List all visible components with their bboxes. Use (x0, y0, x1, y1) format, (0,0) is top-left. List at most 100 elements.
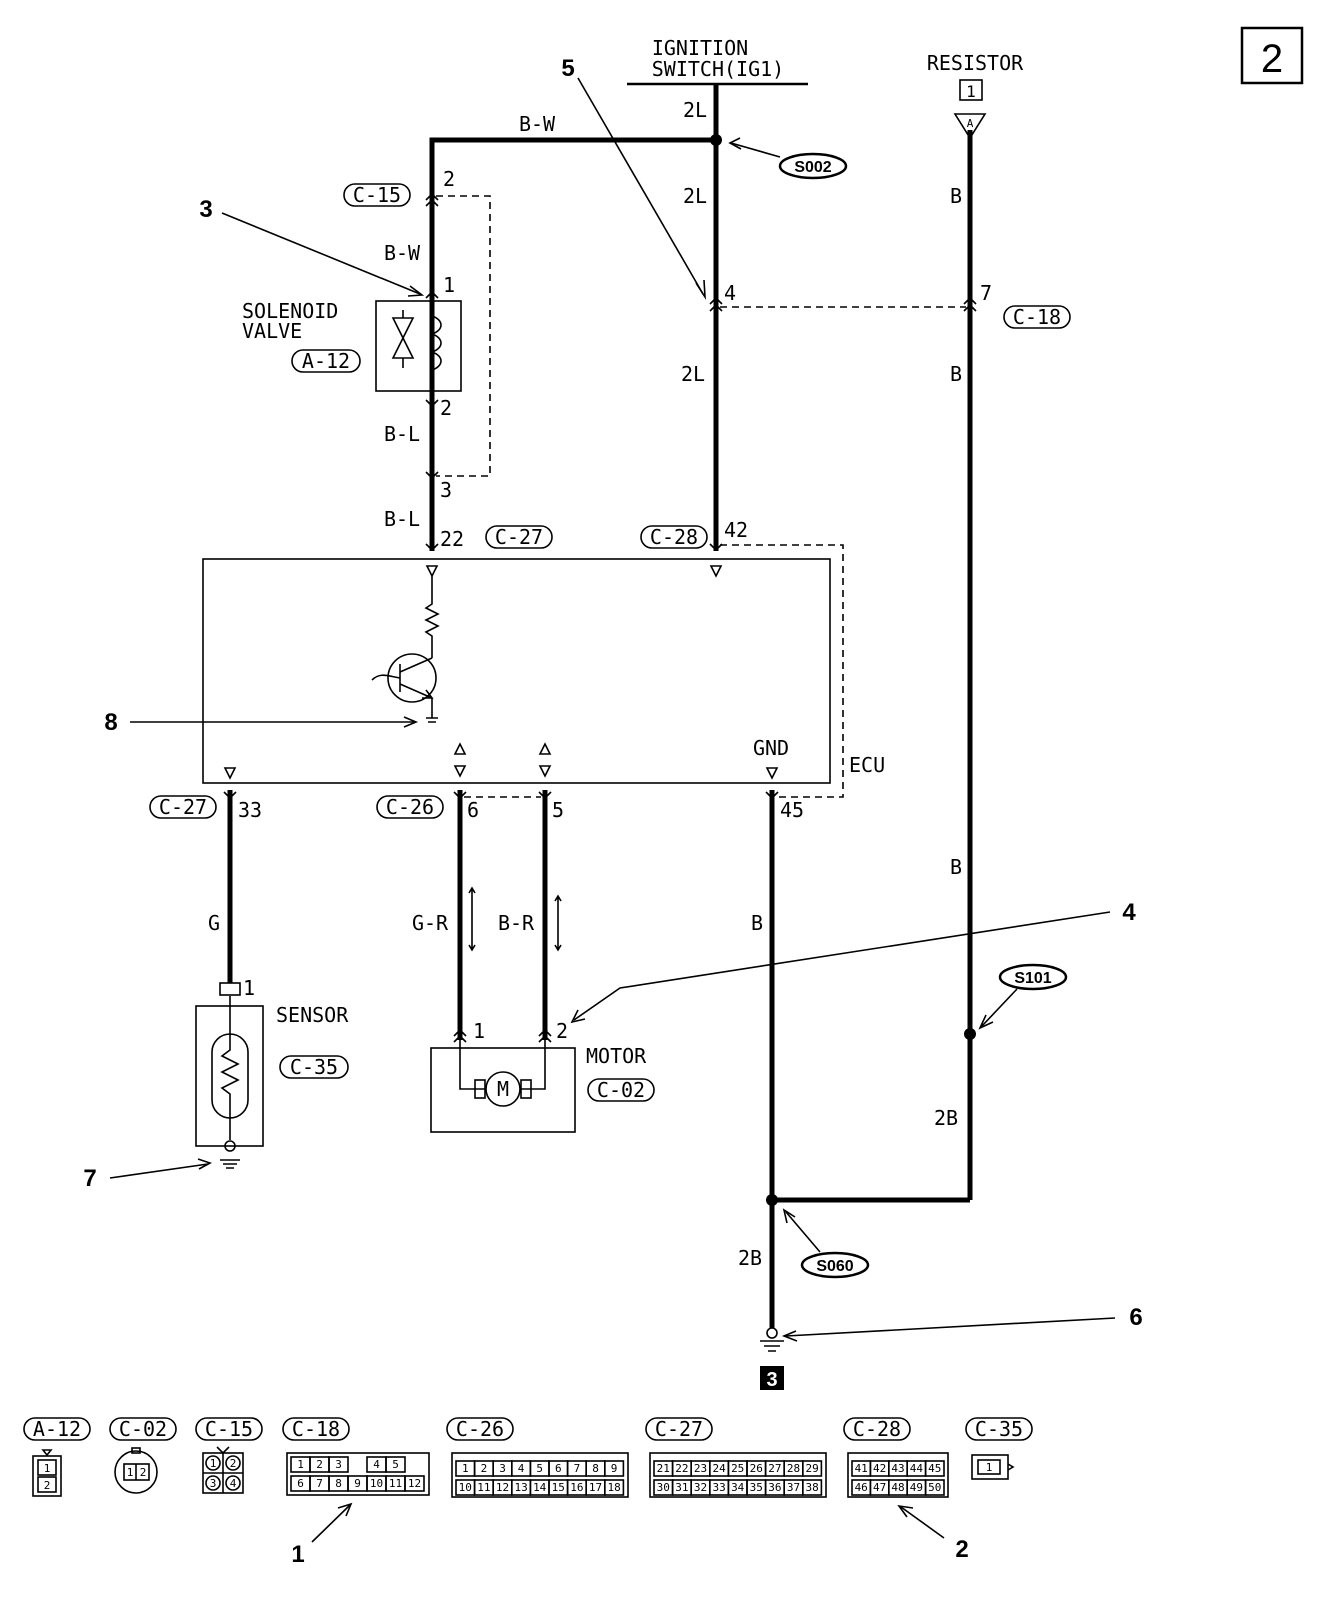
svg-text:B: B (950, 362, 962, 386)
svg-text:C-27: C-27 (159, 795, 207, 819)
connector-pin-number: 12 (408, 1477, 421, 1490)
connector-pin-number: 46 (855, 1481, 868, 1494)
svg-text:2: 2 (1261, 37, 1283, 81)
svg-text:1: 1 (443, 273, 455, 297)
svg-text:C-26: C-26 (456, 1417, 504, 1441)
svg-text:C-28: C-28 (650, 525, 698, 549)
svg-text:6: 6 (467, 798, 479, 822)
svg-text:1: 1 (291, 1541, 304, 1568)
svg-text:SOLENOID: SOLENOID (242, 299, 338, 323)
svg-text:3: 3 (199, 196, 212, 223)
svg-text:B-R: B-R (498, 911, 535, 935)
connector-pin-number: 8 (335, 1477, 342, 1490)
svg-text:RESISTOR: RESISTOR (927, 51, 1024, 75)
connector-pin-number: 48 (891, 1481, 904, 1494)
svg-text:C-15: C-15 (353, 183, 401, 207)
connector-pin-number: 44 (910, 1462, 924, 1475)
wire-labels: B-W B-W 2L 2L 2L B-L B-L B B B G G-R B-R… (208, 98, 962, 1270)
connector-pin-number: 10 (459, 1481, 472, 1494)
svg-text:SWITCH(IG1): SWITCH(IG1) (652, 57, 784, 81)
svg-text:B-W: B-W (384, 241, 421, 265)
svg-text:2: 2 (955, 1536, 968, 1563)
svg-text:8: 8 (104, 709, 117, 736)
connector-pin-cell (603, 1460, 625, 1477)
connector-pin-cell (603, 1479, 625, 1496)
svg-text:2: 2 (556, 1019, 568, 1043)
svg-text:A-12: A-12 (302, 349, 350, 373)
connector-pin-number: 18 (607, 1481, 620, 1494)
svg-text:S060: S060 (816, 1258, 853, 1275)
connector-pin-number: 7 (316, 1477, 323, 1490)
svg-text:C-18: C-18 (292, 1417, 340, 1441)
svg-text:M: M (497, 1077, 509, 1101)
svg-text:IGNITION: IGNITION (652, 36, 748, 60)
svg-text:7: 7 (980, 281, 992, 305)
svg-text:2: 2 (230, 1457, 237, 1470)
connector-labels: C-15 C-18 A-12 C-27 C-28 C-27 C-26 C-35 … (149, 183, 1071, 1102)
connector-pin-cell (801, 1479, 823, 1496)
connector-pin-number: 25 (731, 1462, 744, 1475)
connector-pin-number: 13 (514, 1481, 527, 1494)
connector-pin-number: 11 (477, 1481, 490, 1494)
svg-text:1: 1 (243, 976, 255, 1000)
connector-pin-number: 42 (873, 1462, 886, 1475)
connector-pin-cell (328, 1456, 349, 1473)
connector-pin-cell (924, 1479, 945, 1496)
svg-text:S101: S101 (1014, 970, 1051, 987)
connector-pin-number: 12 (496, 1481, 509, 1494)
connector-ticks (223, 192, 977, 1043)
svg-text:4: 4 (1122, 899, 1136, 926)
connector-pin-number: 2 (316, 1458, 323, 1471)
connector-pin-number: 47 (873, 1481, 886, 1494)
connector-pin-number: 7 (574, 1462, 581, 1475)
ground-symbol: 3 (760, 1327, 784, 1391)
connector-pin-number: 50 (928, 1481, 941, 1494)
svg-text:1: 1 (44, 1462, 51, 1475)
svg-text:5: 5 (561, 55, 574, 82)
svg-text:SENSOR: SENSOR (276, 1003, 349, 1027)
connector-pin-number: 33 (712, 1481, 725, 1494)
connector-pin-number: 30 (657, 1481, 670, 1494)
connector-legend: A-12 C-02 C-15 C-18 C-26 C-27 C-28 C-35 … (23, 1417, 1033, 1498)
svg-text:C-28: C-28 (853, 1417, 901, 1441)
connector-pin-number: 37 (787, 1481, 800, 1494)
svg-text:G-R: G-R (412, 911, 449, 935)
connector-pin-number: 9 (611, 1462, 618, 1475)
svg-text:ECU: ECU (849, 753, 885, 777)
connector-pin-number: 31 (675, 1481, 688, 1494)
connector-pin-cell (404, 1475, 425, 1492)
svg-text:1: 1 (966, 82, 976, 101)
svg-text:1: 1 (986, 1461, 993, 1474)
svg-text:2B: 2B (738, 1246, 762, 1270)
splice-points: S002 S101 S060 (710, 134, 1068, 1279)
svg-text:C-35: C-35 (975, 1417, 1023, 1441)
dashed-connector-lines (436, 195, 966, 798)
connector-pin-number: 29 (805, 1462, 818, 1475)
connector-pin-number: 32 (694, 1481, 707, 1494)
svg-text:C-02: C-02 (597, 1078, 645, 1102)
connector-pin-number: 4 (373, 1458, 380, 1471)
svg-text:C-02: C-02 (119, 1417, 167, 1441)
connector-pin-number: 38 (805, 1481, 818, 1494)
connector-pin-number: 23 (694, 1462, 707, 1475)
connector-pin-number: 5 (536, 1462, 543, 1475)
connector-pin-number: 41 (855, 1462, 868, 1475)
svg-text:S002: S002 (794, 159, 831, 176)
connector-pin-number: 36 (768, 1481, 781, 1494)
svg-text:2: 2 (440, 396, 452, 420)
connector-pin-number: 35 (750, 1481, 763, 1494)
svg-text:VALVE: VALVE (242, 319, 302, 343)
connector-pin-number: 24 (712, 1462, 726, 1475)
svg-text:2L: 2L (683, 98, 707, 122)
connector-pin-number: 15 (552, 1481, 565, 1494)
svg-text:2L: 2L (683, 184, 707, 208)
svg-text:22: 22 (440, 527, 464, 551)
svg-text:4: 4 (230, 1477, 237, 1490)
connector-pin-number: 9 (354, 1477, 361, 1490)
svg-text:C-27: C-27 (495, 525, 543, 549)
motor: MOTOR M (430, 886, 647, 1133)
connector-pin-cell (924, 1460, 945, 1477)
svg-text:C-18: C-18 (1013, 305, 1061, 329)
svg-text:6: 6 (1129, 1304, 1142, 1331)
ecu: ECU GND (202, 558, 885, 784)
